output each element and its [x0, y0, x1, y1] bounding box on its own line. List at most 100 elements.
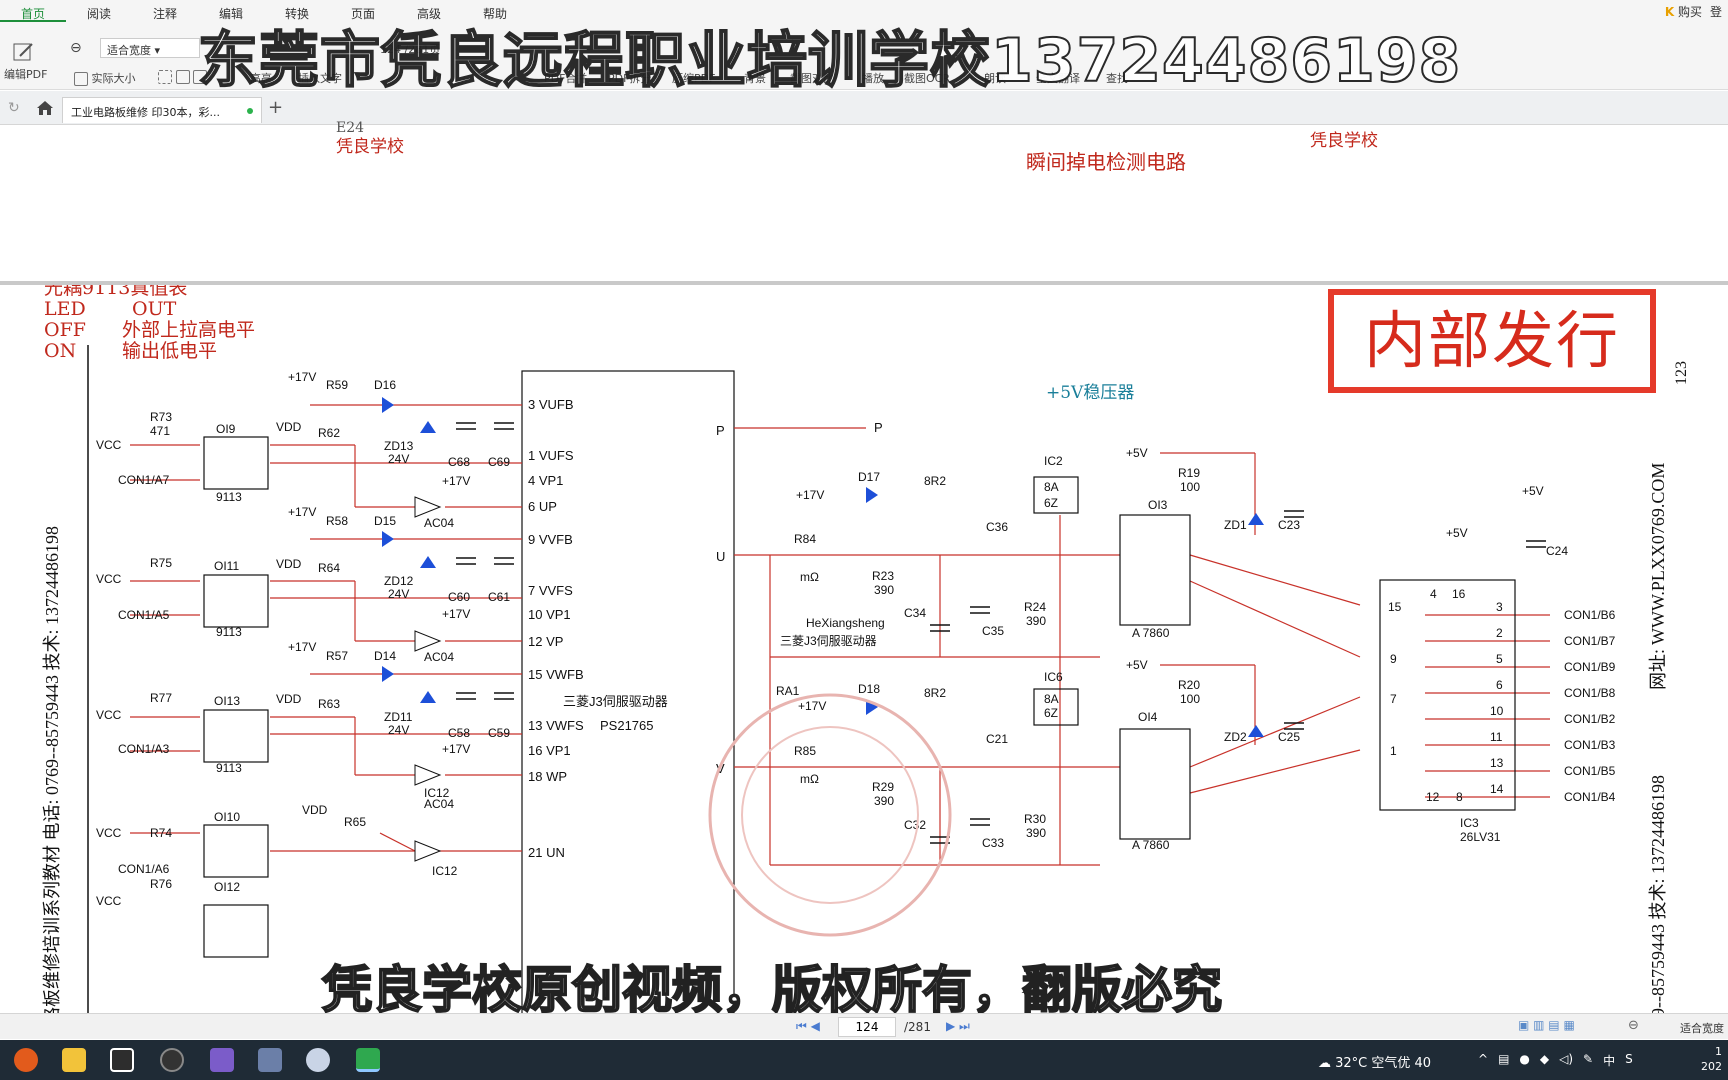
svg-text:IC12: IC12: [432, 864, 458, 878]
weather-widget[interactable]: ☁ 32°C 空气优 40: [1318, 1052, 1431, 1071]
tab-annotate[interactable]: 注释: [152, 7, 177, 21]
page-number-input[interactable]: 124: [838, 1017, 896, 1037]
header-right-label: 凭良学校: [1310, 131, 1378, 151]
play-button[interactable]: 播放: [862, 72, 884, 85]
svg-text:R74: R74: [150, 826, 172, 840]
read-aloud-button[interactable]: 朗读: [984, 72, 1006, 85]
screenshot-compare-button[interactable]: 截图对比: [790, 72, 834, 85]
back-icon[interactable]: ↻: [8, 100, 20, 116]
edit-pdf-icon[interactable]: [10, 40, 36, 67]
tab-convert[interactable]: 转换: [284, 7, 309, 21]
svg-text:15: 15: [1388, 600, 1402, 614]
zoom-out-status-icon[interactable]: ⊖: [1628, 1018, 1639, 1033]
tab-help[interactable]: 帮助: [482, 7, 507, 21]
zoom-out-icon[interactable]: ⊖: [70, 40, 82, 56]
tab-edit[interactable]: 编辑: [218, 7, 243, 21]
cut-label: E24: [336, 120, 365, 136]
shield-icon[interactable]: ◆: [1539, 1052, 1550, 1066]
background-button[interactable]: 背景: [744, 72, 766, 85]
compress-pdf-button[interactable]: 压缩PDF: [672, 72, 716, 85]
svg-text:R64: R64: [318, 561, 340, 575]
svg-text:VCC: VCC: [96, 572, 122, 586]
buy-button[interactable]: K 购买: [1665, 3, 1702, 20]
highlight-button[interactable]: 高亮: [250, 72, 272, 85]
pin-label: 15 VWFB: [528, 667, 584, 682]
app-icon-camera[interactable]: [160, 1048, 184, 1072]
pdf-split-button[interactable]: PDF拆分: [608, 72, 652, 85]
svg-text:VCC: VCC: [96, 894, 122, 908]
ic3-pin: 14: [1490, 782, 1504, 796]
actual-size-icon: [74, 72, 88, 86]
view-mode-icons[interactable]: ▣ ▥ ▤ ▦: [1518, 1018, 1575, 1032]
svg-text:9: 9: [1390, 652, 1397, 666]
con-output: CON1/B5: [1564, 764, 1616, 778]
svg-text:+17V: +17V: [442, 742, 470, 756]
fit-page-icon[interactable]: [158, 70, 207, 84]
screenshot-ocr-button[interactable]: 截图OCR: [904, 72, 950, 85]
svg-text:OI11: OI11: [214, 559, 239, 573]
right-vertical-contact: 769--85759443 技术: 13724486198: [1648, 775, 1668, 1035]
app-icon-editor[interactable]: [110, 1048, 134, 1072]
actual-size-button[interactable]: 实际大小: [74, 70, 136, 86]
new-tab-button[interactable]: +: [268, 97, 284, 118]
pin-label: 4 VP1: [528, 473, 563, 488]
document-tab[interactable]: 工业电路板维修 印30本，彩...: [62, 97, 262, 123]
internal-release-stamp: 内部发行: [1328, 289, 1656, 393]
svg-text:VCC: VCC: [96, 826, 122, 840]
svg-text:8A: 8A: [1044, 480, 1059, 494]
page-nav-last-icon[interactable]: ▶ ⏭: [946, 1019, 970, 1033]
svg-text:471: 471: [150, 424, 170, 438]
chevron-up-icon[interactable]: ^: [1478, 1052, 1489, 1066]
search-button[interactable]: 查找: [1106, 72, 1128, 85]
left-vertical-text: 路板维修培训系列教材 电话: 0769--85759443 技术: 137244…: [42, 526, 62, 1025]
con-output: CON1/B9: [1564, 660, 1616, 674]
app-icon-image[interactable]: [210, 1048, 234, 1072]
home-icon[interactable]: [36, 100, 54, 120]
svg-text:+17V: +17V: [288, 505, 316, 519]
tab-read[interactable]: 阅读: [86, 7, 111, 21]
svg-text:D14: D14: [374, 649, 396, 663]
tab-page[interactable]: 页面: [350, 7, 375, 21]
pin-label: 3 VUFB: [528, 397, 574, 412]
svg-text:R58: R58: [326, 514, 348, 528]
zoom-mode-status[interactable]: 适合宽度: [1680, 1022, 1724, 1035]
login-button[interactable]: 登: [1709, 5, 1722, 19]
svg-text:390: 390: [874, 583, 894, 597]
page-nav-first-icon[interactable]: ⏮ ◀: [796, 1019, 820, 1033]
app-icon-browser[interactable]: [14, 1048, 38, 1072]
svg-text:+17V: +17V: [442, 607, 470, 621]
pin-label: 7 VVFS: [528, 583, 573, 598]
pen-icon[interactable]: ✎: [1583, 1052, 1594, 1066]
svg-text:RA1: RA1: [776, 684, 800, 698]
pdf-reader-taskbar-icon[interactable]: [356, 1048, 380, 1072]
wps-icon[interactable]: S: [1625, 1052, 1633, 1066]
svg-text:mΩ: mΩ: [800, 772, 819, 786]
app-icon-tool[interactable]: [258, 1048, 282, 1072]
pdf-merge-button[interactable]: PDF合并: [544, 72, 588, 85]
tab-home[interactable]: 首页: [0, 0, 66, 22]
clock[interactable]: 1 202: [1701, 1044, 1722, 1074]
circuit-diagram: 路板维修培训系列教材 电话: 0769--85759443 技术: 137244…: [42, 345, 1690, 1037]
svg-text:+5V: +5V: [1446, 526, 1468, 540]
insert-text-button[interactable]: 插入文字: [298, 72, 342, 85]
ic3-pin: 11: [1490, 730, 1503, 744]
status-bar: ⏮ ◀ 124 /281 ▶ ⏭ ▣ ▥ ▤ ▦ ⊖ 适合宽度: [0, 1013, 1728, 1039]
tab-advanced[interactable]: 高级: [416, 7, 441, 21]
document-tab-title: 工业电路板维修 印30本，彩...: [71, 106, 220, 119]
svg-text:VCC: VCC: [96, 708, 122, 722]
svg-text:A 7860: A 7860: [1132, 626, 1170, 640]
edit-pdf-label: 编辑PDF: [4, 68, 48, 81]
app-icon-paint[interactable]: [306, 1048, 330, 1072]
file-explorer-icon[interactable]: [62, 1048, 86, 1072]
full-translate-button[interactable]: 全文翻译: [1036, 72, 1080, 85]
zoom-mode-select[interactable]: 适合宽度 ▾: [100, 38, 200, 58]
network-icon[interactable]: ▤: [1498, 1052, 1510, 1066]
ime-indicator[interactable]: 中: [1603, 1054, 1616, 1068]
header-left-label: 凭良学校: [336, 137, 404, 157]
ic3-pin: 2: [1496, 626, 1503, 640]
volume-icon[interactable]: ◁): [1559, 1052, 1574, 1066]
mic-icon[interactable]: ●: [1519, 1052, 1530, 1066]
svg-text:OI10: OI10: [214, 810, 240, 824]
svg-text:D15: D15: [374, 514, 396, 528]
